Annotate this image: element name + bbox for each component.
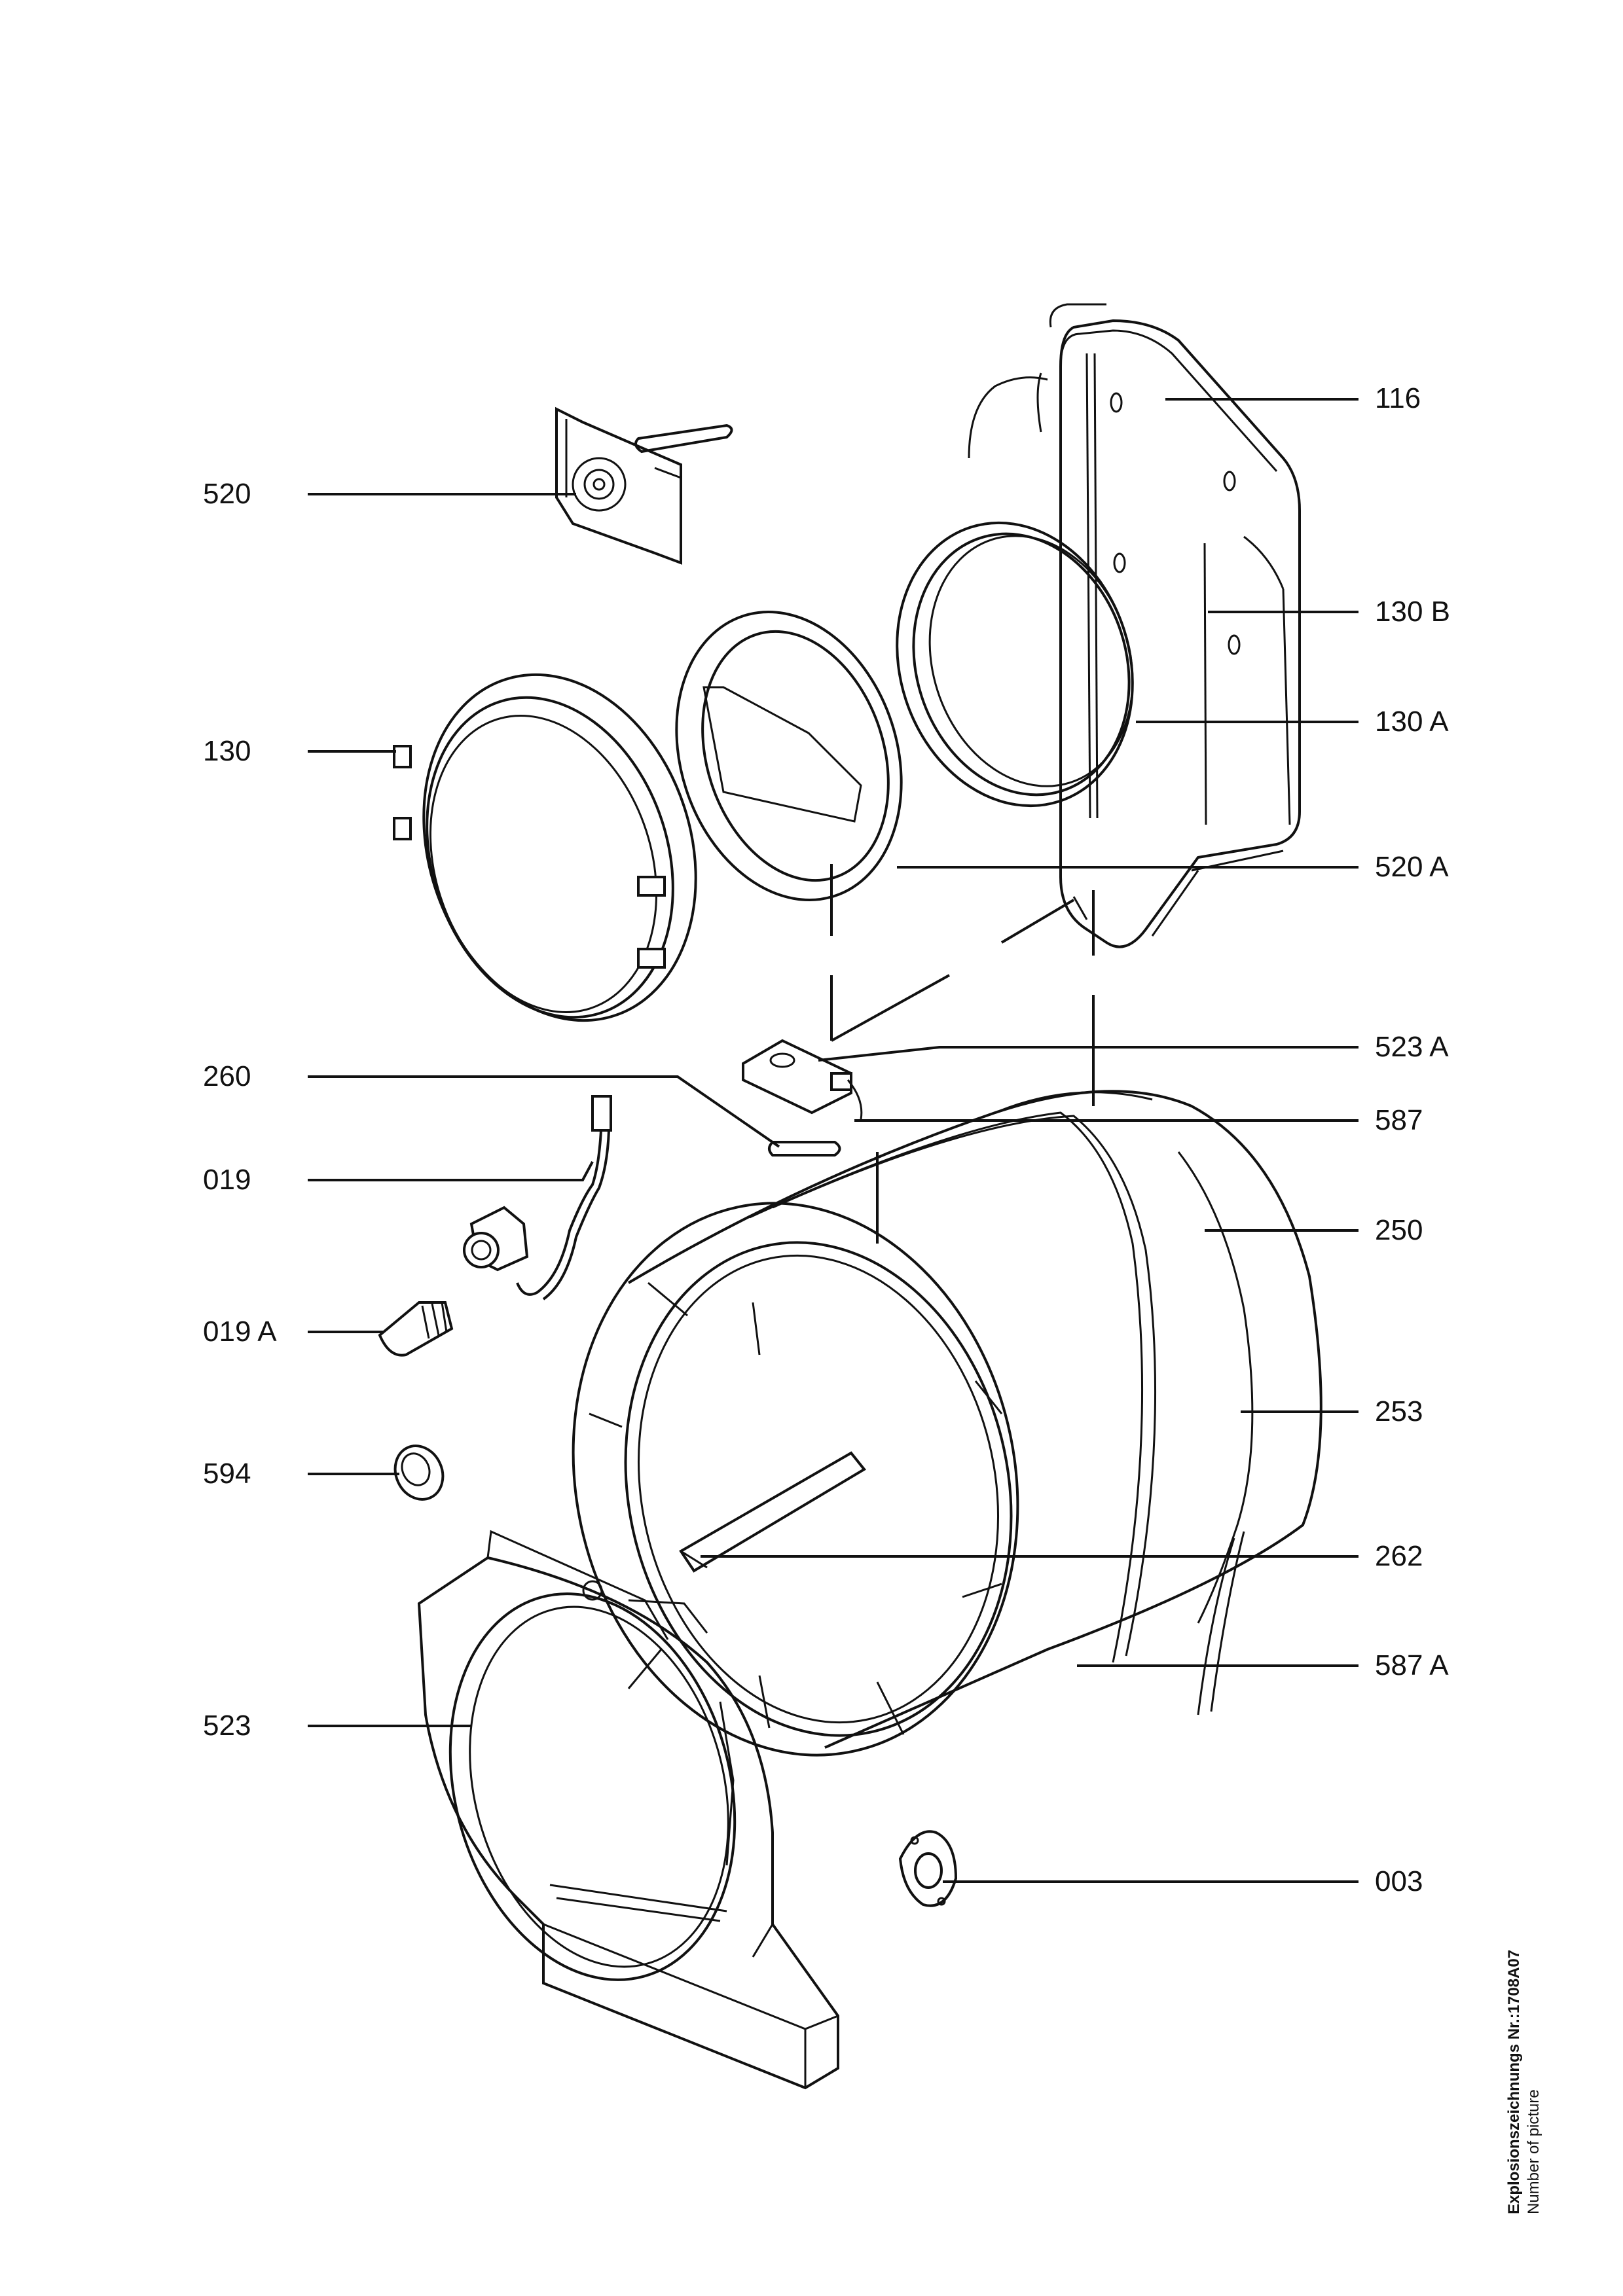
assembly-guide-lines (830, 864, 1095, 1244)
part-523a-sensor-plate (742, 1039, 863, 1120)
part-250-drum (572, 1090, 1322, 1757)
label-130-b: 130 B (1375, 596, 1450, 628)
drawing-number: Explosionszeichnungs Nr.:1708A07 (1505, 1949, 1523, 2214)
drawing-number-note: Explosionszeichnungs Nr.:1708A07 Number … (1504, 1950, 1544, 2214)
part-019-lamp-cable (463, 1095, 612, 1300)
label-250: 250 (1375, 1214, 1423, 1246)
part-019a-bulb (378, 1301, 454, 1357)
label-587-a: 587 A (1375, 1649, 1449, 1681)
label-253: 253 (1375, 1395, 1423, 1427)
leader-019 (308, 1161, 594, 1181)
label-520: 520 (203, 478, 251, 510)
label-130: 130 (203, 735, 251, 767)
leader-260 (308, 1075, 780, 1148)
leader-523a (818, 1046, 1359, 1062)
label-520-a: 520 A (1375, 851, 1449, 883)
part-130a-rear-ring (896, 521, 1134, 808)
part-260-strip (768, 1141, 841, 1157)
label-116: 116 (1375, 382, 1421, 414)
part-130-front-ring (393, 673, 697, 1022)
part-594-grommet (393, 1444, 445, 1501)
label-130-a: 130 A (1375, 706, 1449, 738)
label-587: 587 (1375, 1104, 1423, 1136)
label-019-a: 019 A (203, 1316, 277, 1348)
part-523-front-bulkhead (417, 1530, 839, 2090)
label-003: 003 (1375, 1865, 1423, 1897)
leader-lines (308, 398, 1359, 1883)
part-520a-felt-seal (675, 611, 903, 901)
label-523: 523 (203, 1710, 251, 1742)
picture-caption: Number of picture (1525, 2089, 1542, 2214)
part-116-rear-panel (968, 303, 1301, 948)
part-520-bearing-bracket (555, 406, 733, 565)
label-262: 262 (1375, 1540, 1423, 1572)
label-594: 594 (203, 1458, 251, 1490)
part-003-flange (898, 1830, 958, 1907)
label-019: 019 (203, 1164, 251, 1196)
label-523-a: 523 A (1375, 1031, 1449, 1063)
label-260: 260 (203, 1060, 251, 1092)
